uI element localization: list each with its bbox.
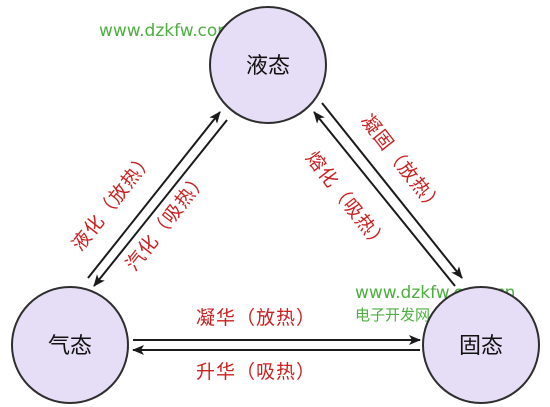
node-liquid: 液态 [209, 6, 327, 124]
arrow-solid-to-liquid [313, 111, 456, 287]
node-gas-label: 气态 [48, 334, 92, 359]
arrow-liquid-to-solid [321, 102, 463, 279]
label-deposition: 凝华（放热） [196, 307, 316, 329]
arrow-gas-to-liquid [87, 111, 221, 279]
node-liquid-circle [209, 6, 327, 124]
node-gas: 气态 [11, 286, 129, 404]
node-liquid-label: 液态 [246, 54, 290, 79]
watermark-right-name: 电子开发网 [355, 306, 430, 324]
label-sublimation: 升华（吸热） [196, 361, 316, 383]
label-melting: 熔化（吸热） [301, 147, 392, 255]
arrow-liquid-to-gas [93, 119, 228, 287]
node-gas-circle [11, 286, 129, 404]
node-solid-circle [422, 286, 540, 404]
node-solid: 固态 [422, 286, 540, 404]
node-solid-label: 固态 [459, 334, 503, 359]
